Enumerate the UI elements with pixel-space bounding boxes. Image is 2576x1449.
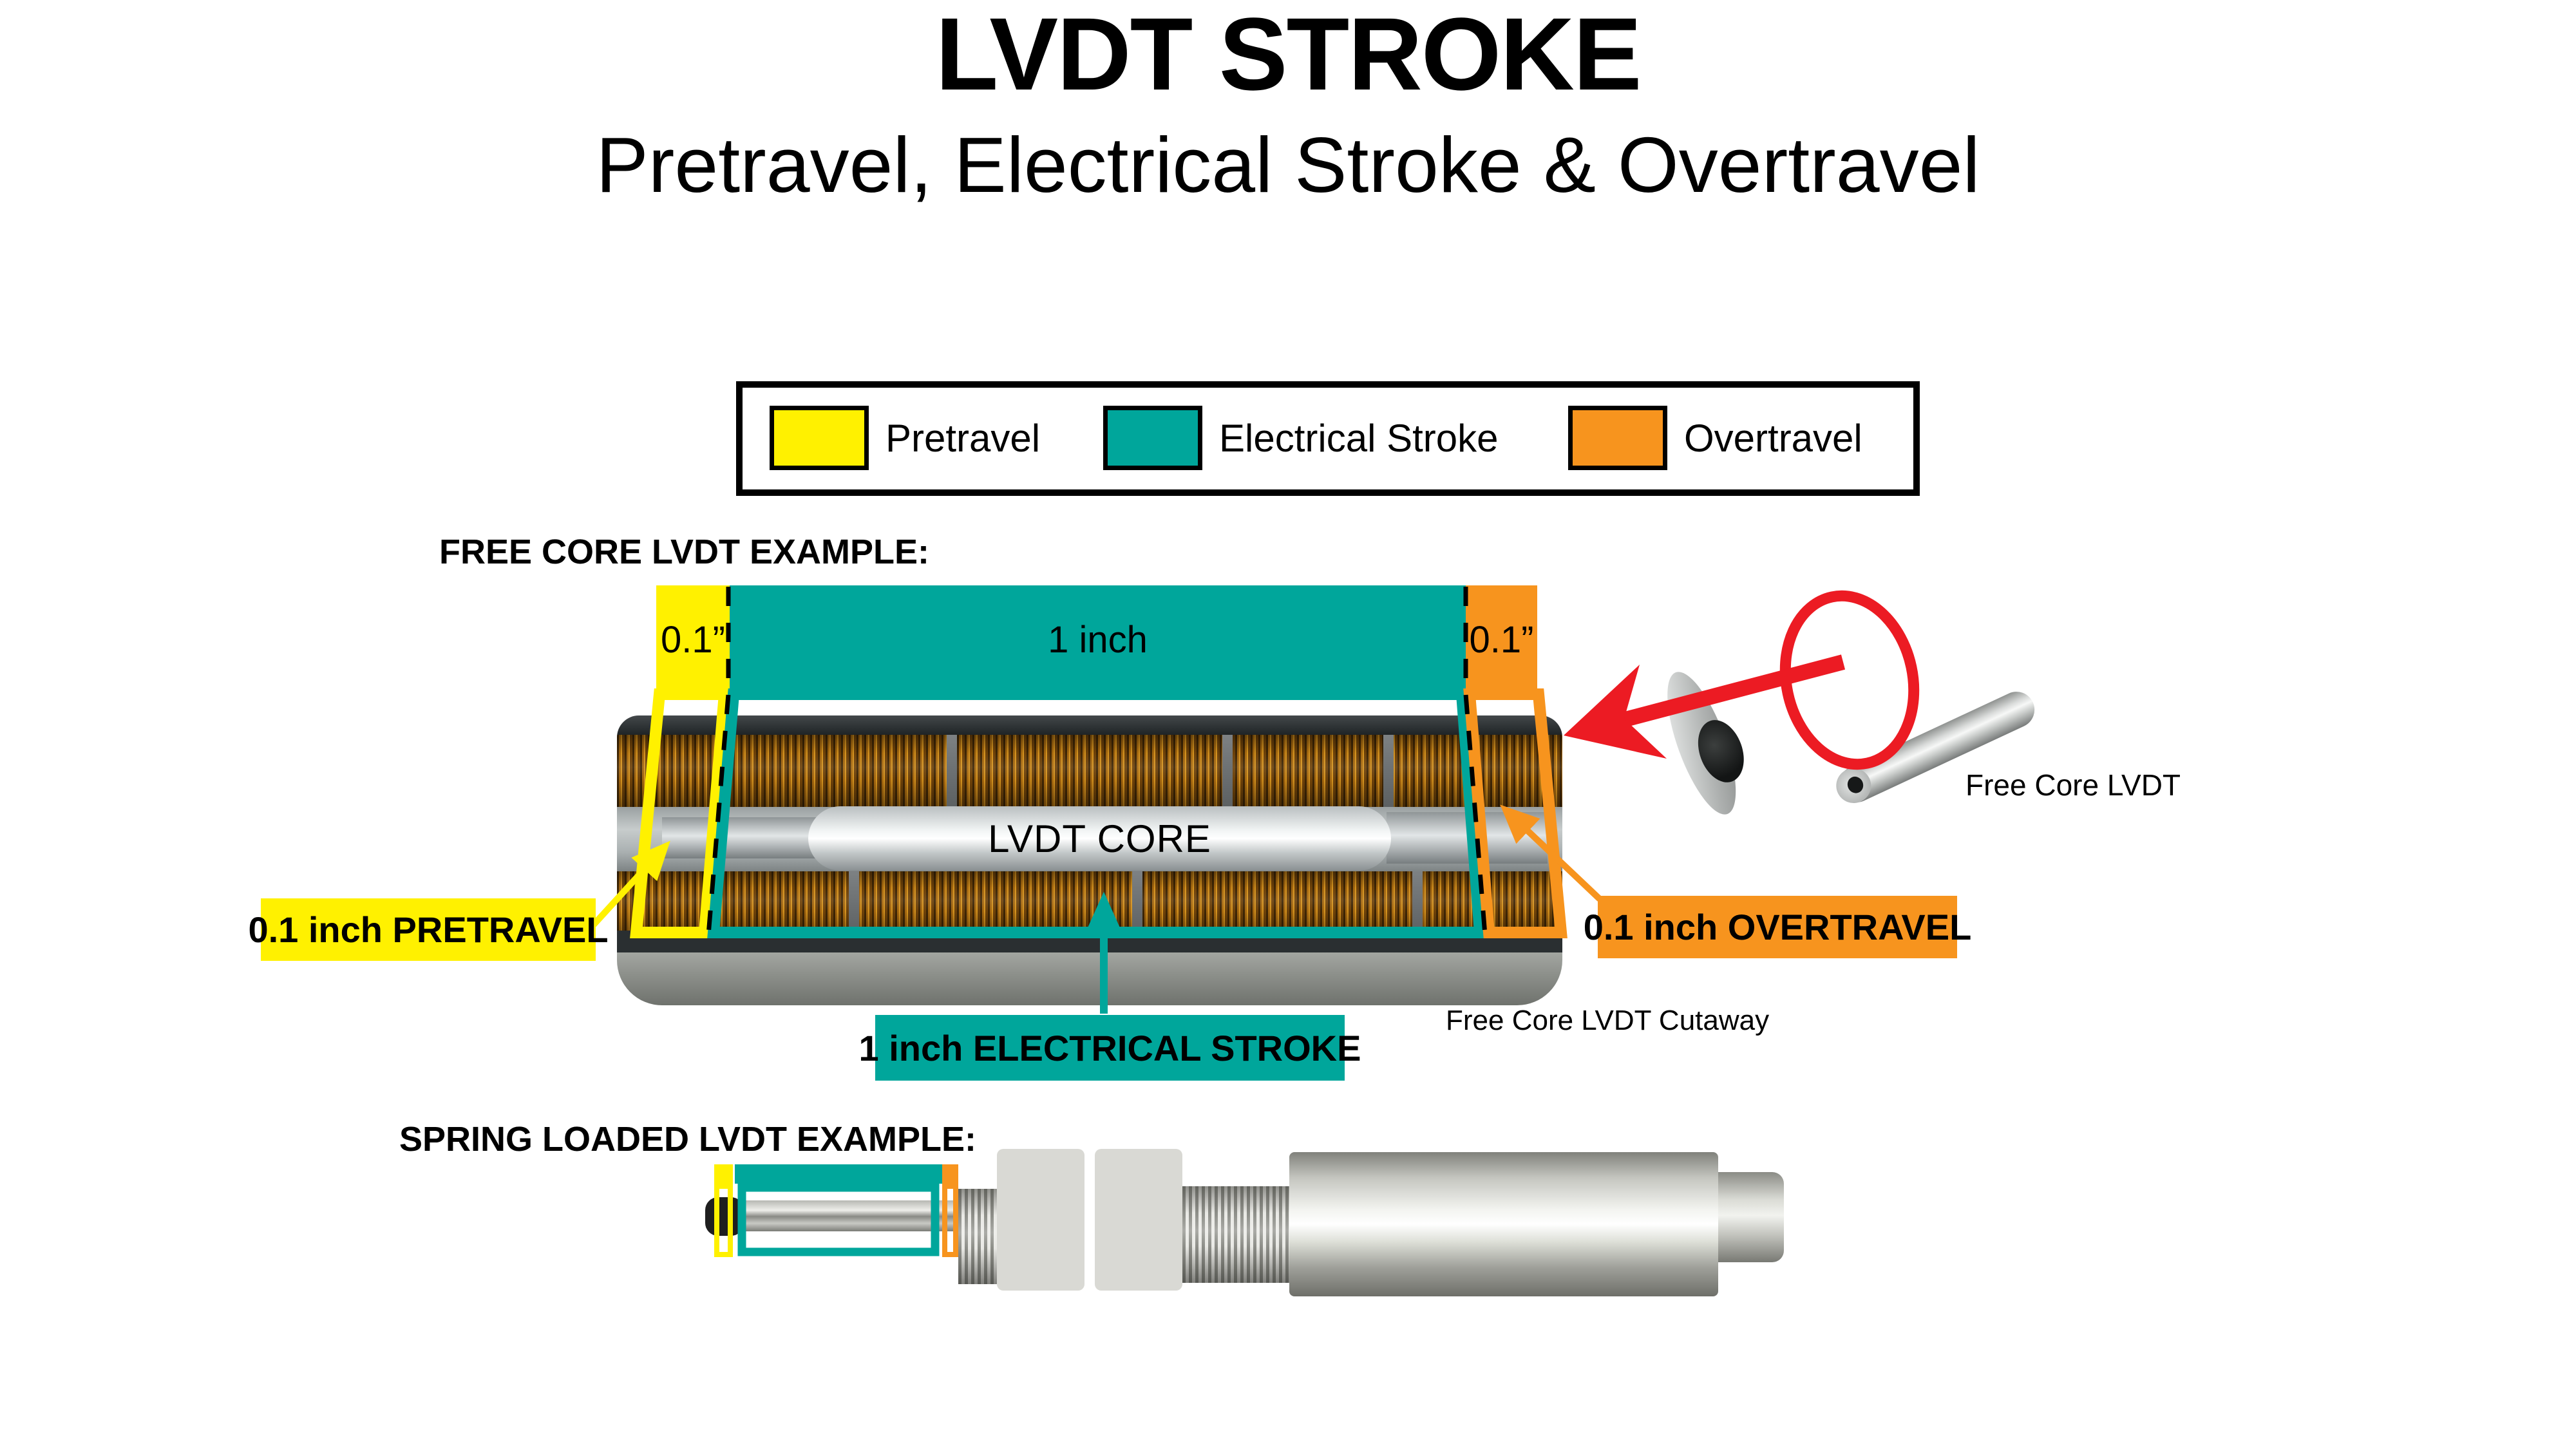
winding-bottom — [617, 871, 1562, 936]
plunger-tip — [705, 1197, 744, 1236]
cutaway-caption: Free Core LVDT Cutaway — [1446, 1005, 1770, 1036]
free-core-photo-label: Free Core LVDT — [1965, 768, 2181, 802]
band-segment-overtravel: 0.1” — [1466, 585, 1537, 694]
housing-bottom — [617, 931, 1562, 952]
band-segment-electrical-stroke: 1 inch — [730, 585, 1466, 694]
free-core-heading: FREE CORE LVDT EXAMPLE: — [439, 533, 930, 571]
spring-lvdt-end-cap — [1718, 1172, 1784, 1262]
thread-collar — [1182, 1186, 1291, 1283]
housing-top — [617, 715, 1562, 735]
winding-separator — [1383, 735, 1394, 807]
plunger-rod — [742, 1200, 960, 1231]
thread-section-front — [958, 1189, 1001, 1284]
spring-electrical-stroke-cap — [735, 1164, 942, 1184]
page-subtitle: Pretravel, Electrical Stroke & Overtrave… — [596, 121, 1980, 209]
housing-base — [617, 952, 1562, 1005]
spring-lvdt-body — [1289, 1152, 1718, 1296]
lvdt-core: LVDT CORE — [808, 806, 1391, 871]
winding-separator — [947, 735, 957, 807]
winding-separator — [1412, 871, 1423, 936]
legend-item-overtravel: Overtravel — [1568, 406, 1862, 470]
legend-label: Overtravel — [1684, 416, 1862, 460]
spring-overtravel-cap — [942, 1164, 958, 1184]
lvdt-cutaway: LVDT CORE — [617, 715, 1562, 1005]
band-segment-pretravel: 0.1” — [656, 585, 730, 694]
header: LVDT STROKE Pretravel, Electrical Stroke… — [0, 0, 2576, 210]
spring-pretravel-cap — [714, 1164, 733, 1184]
winding-top — [617, 735, 1562, 807]
lvdt-core-label: LVDT CORE — [988, 817, 1211, 860]
band-label-pretravel: 0.1” — [661, 618, 725, 661]
hex-nut-front — [997, 1149, 1084, 1291]
red-arrow-head — [1564, 665, 1667, 759]
legend: Pretravel Electrical Stroke Overtravel — [736, 381, 1920, 496]
callout-overtravel: 0.1 inch OVERTRAVEL — [1584, 896, 1971, 958]
legend-label: Pretravel — [886, 416, 1041, 460]
hex-nut-back — [1095, 1149, 1182, 1291]
legend-label: Electrical Stroke — [1219, 416, 1499, 460]
page-title: LVDT STROKE — [935, 0, 1642, 111]
callout-electrical-stroke: 1 inch ELECTRICAL STROKE — [859, 1015, 1361, 1081]
band-label-electrical-stroke: 1 inch — [1048, 618, 1148, 661]
core-rod-right — [1387, 812, 1548, 864]
pretravel-swatch — [770, 406, 869, 470]
legend-item-pretravel: Pretravel — [770, 406, 1041, 470]
winding-separator — [849, 871, 859, 936]
legend-item-electrical-stroke: Electrical Stroke — [1103, 406, 1499, 470]
band-label-overtravel: 0.1” — [1469, 618, 1534, 661]
core-rod-left — [662, 817, 823, 858]
winding-separator — [1222, 735, 1233, 807]
electrical-stroke-swatch — [1103, 406, 1202, 470]
winding-separator — [1132, 871, 1142, 936]
overtravel-swatch — [1568, 406, 1667, 470]
spring-heading: SPRING LOADED LVDT EXAMPLE: — [399, 1120, 977, 1159]
callout-pretravel: 0.1 inch PRETRAVEL — [248, 898, 609, 961]
